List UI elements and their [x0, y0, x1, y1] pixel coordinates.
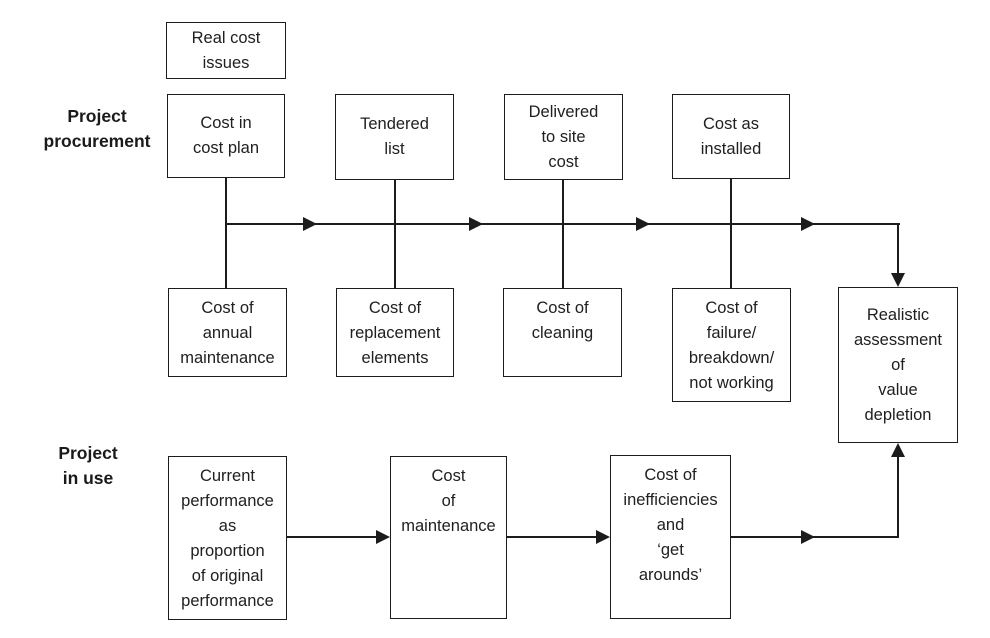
connector-maintenance-to-inefficiencies	[507, 536, 598, 538]
box-cost-of-annual-maintenance: Cost of annual maintenance	[168, 288, 287, 377]
connector-delivered-to-cleaning	[562, 179, 564, 289]
box-cost-of-replacement-elements: Cost of replacement elements	[336, 288, 454, 377]
arrowhead-up-icon	[891, 443, 905, 457]
connector-performance-to-maintenance	[287, 536, 378, 538]
box-tendered-list: Tendered list	[335, 94, 454, 180]
box-cost-as-installed: Cost as installed	[672, 94, 790, 179]
box-cost-of-failure: Cost of failure/ breakdown/ not working	[672, 288, 791, 402]
flow-line-up-to-realistic-assessment	[897, 455, 899, 538]
arrowhead-right-icon	[596, 530, 610, 544]
box-cost-of-maintenance: Cost of maintenance	[390, 456, 507, 619]
box-realistic-assessment: Realistic assessment of value depletion	[838, 287, 958, 443]
arrowhead-right-icon	[469, 217, 483, 231]
connector-tendered-to-replacement	[394, 179, 396, 289]
flow-line-down-to-realistic-assessment	[897, 223, 899, 277]
connector-cost-plan-to-annual-maintenance	[225, 177, 227, 289]
connector-installed-to-failure	[730, 178, 732, 289]
arrowhead-right-icon	[801, 217, 815, 231]
box-delivered-to-site-cost: Delivered to site cost	[504, 94, 623, 180]
box-current-performance: Current performance as proportion of ori…	[168, 456, 287, 620]
section-label-project-in-use: Project in use	[58, 443, 118, 488]
arrowhead-down-icon	[891, 273, 905, 287]
box-real-cost-issues: Real cost issues	[166, 22, 286, 79]
box-cost-of-inefficiencies: Cost of inefficiencies and ‘get arounds’	[610, 455, 731, 619]
arrowhead-right-icon	[376, 530, 390, 544]
procurement-flow-line	[225, 223, 900, 225]
arrowhead-right-icon	[636, 217, 650, 231]
connector-inefficiencies-to-corner	[731, 536, 899, 538]
box-cost-in-cost-plan: Cost in cost plan	[167, 94, 285, 178]
arrowhead-right-icon	[801, 530, 815, 544]
section-label-project-procurement: Project procurement	[43, 106, 151, 151]
box-cost-of-cleaning: Cost of cleaning	[503, 288, 622, 377]
arrowhead-right-icon	[303, 217, 317, 231]
